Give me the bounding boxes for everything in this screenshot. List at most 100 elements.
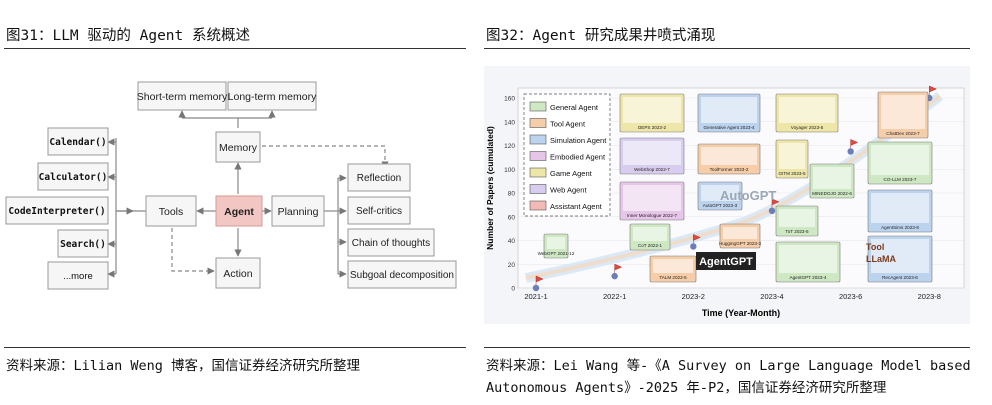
paper-label: CoT 2022-1 [638,243,663,248]
legend-label: Assistant Agent [550,202,603,211]
milestone-flag [693,234,701,244]
paper-card: CoT 2022-1 [629,223,671,251]
milestone-flag [929,85,937,95]
milestone-flag [850,139,859,149]
chart-ylabel: Number of Papers (cumulated) [485,126,495,250]
paper-card: CO-LLM 2023-7 [867,141,933,185]
paper-card: DEPS 2023-2 [619,93,685,133]
y-tick-label: 40 [508,238,516,245]
legend-label: Web Agent [550,186,587,195]
paper-label: ChatDev 2023-7 [886,131,920,136]
paper-label: AgentGPT 2023-4 [790,275,827,280]
agent-papers-chart: 0 20 40 60 80 100 120 140 160 2021-1 2022-1 2023-2… [484,66,970,324]
paper-label: Generative Agent 2023-4 [703,125,755,130]
paper-card: ToT 2023-5 [775,205,819,237]
y-tick-label: 0 [511,286,515,293]
legend-label: General Agent [550,103,599,112]
paper-card: AgentGPT 2023-4 [775,241,841,283]
y-tick-label: 20 [508,262,516,269]
x-tick-label: 2021-1 [524,292,547,301]
legend-swatch [529,134,547,145]
tool-item-more: ...more [63,271,93,282]
paper-label: WebGPT 2021-12 [538,251,575,256]
legend-swatch [529,167,547,178]
y-tick-label: 160 [504,96,515,103]
figure31-top-rule [4,48,466,49]
paper-card: HuggingGPT 2023-3 [719,223,761,249]
tools-label: Tools [159,206,184,218]
paper-card: AgentSims 2023-8 [867,189,933,233]
y-tick-label: 100 [504,167,515,174]
tool-item-codeinterpreter: CodeInterpreter() [8,206,105,217]
planning-item-self-critics: Self-critics [356,206,402,217]
toolllama-logo-line2: LLaMA [866,254,896,264]
series-point [690,243,697,250]
x-tick-label: 2023-2 [682,292,705,301]
paper-card: RecAgent 2023-6 [867,235,933,283]
y-tick-label: 80 [508,191,516,198]
figure32-bottom-rule [484,347,970,348]
legend-swatch [529,151,547,161]
legend-label: Game Agent [550,169,593,178]
series-point [847,148,854,155]
toolllama-logo-line1: Tool [866,242,884,252]
autogpt-logo: AutoGPT [720,188,776,203]
x-tick-label: 2023-4 [760,292,783,301]
legend-label: Embodied Agent [550,153,606,162]
action-label: Action [223,268,252,280]
agent-label: Agent [224,206,254,218]
legend-label: Simulation Agent [550,136,607,145]
legend-label: Tool Agent [550,120,586,129]
legend-swatch [529,118,547,128]
series-point [532,284,540,292]
series-point [611,272,618,280]
figure31-bottom-rule [4,347,466,348]
paper-card: ToolFormer 2023-2 [697,143,761,175]
paper-card: Generative Agent 2023-4 [697,93,761,133]
tool-item-calculator: Calculator() [39,172,108,183]
paper-label: DEPS 2023-2 [638,125,667,130]
paper-card: WebGPT 2021-12 [538,233,575,259]
paper-label: Voyager 2023-5 [791,125,824,130]
planning-item-reflection: Reflection [357,173,401,184]
figure32-source-line2: Autonomous Agents》-2025 年-P2，国信证券经济研究所整理 [486,380,887,396]
tool-item-search: Search() [60,239,106,250]
paper-card: Voyager 2023-5 [775,93,839,133]
figure32-top-rule [484,48,970,49]
paper-label: CO-LLM 2023-7 [884,177,917,182]
y-tick-label: 120 [504,143,515,150]
paper-label: GITM 2023-5 [778,171,806,176]
legend-swatch [529,101,547,112]
paper-label: ToT 2023-5 [785,229,809,234]
paper-label: TALM 2022-5 [659,275,687,280]
x-tick-label: 2023-8 [918,292,941,301]
agentgpt-logo: AgentGPT [699,256,753,268]
paper-card: MINEDOJO 2022-6 [809,163,855,199]
paper-label: AutoGPT 2023-3 [703,203,738,208]
chart-xlabel: Time (Year-Month) [702,308,780,318]
milestone-flag [771,198,780,208]
planning-label: Planning [278,206,319,218]
figure32-source-line1: 资料来源：Lei Wang 等-《A Survey on Large Langu… [486,358,971,374]
paper-label: MINEDOJO 2022-6 [812,191,852,196]
figure31-caption: 图31：LLM 驱动的 Agent 系统概述 [6,28,250,44]
agent-system-diagram: Short-term memory Long-term memory Memor… [0,66,466,324]
milestone-flag [614,263,623,274]
paper-label: HuggingGPT 2023-3 [719,241,761,246]
agent-node [215,195,263,227]
long-term-memory-label: Long-term memory [228,91,317,103]
paper-card: ChatDev 2023-7 [877,91,929,139]
paper-label: Inner Monologue 2022-7 [627,213,678,218]
paper-card: Inner Monologue 2022-7 [619,181,685,221]
legend-swatch [529,200,547,211]
y-tick-label: 140 [504,119,515,126]
x-tick-label: 2022-1 [603,292,626,301]
figure32-caption: 图32：Agent 研究成果井喷式涌现 [486,28,716,44]
milestone-flag [535,275,544,285]
y-tick-label: 60 [508,214,516,221]
paper-label: AgentSims 2023-8 [881,225,919,230]
x-tick-label: 2023-6 [839,292,862,301]
series-point [768,207,776,215]
paper-card: GITM 2023-5 [775,139,809,179]
planning-item-chain-of-thoughts: Chain of thoughts [352,238,430,249]
